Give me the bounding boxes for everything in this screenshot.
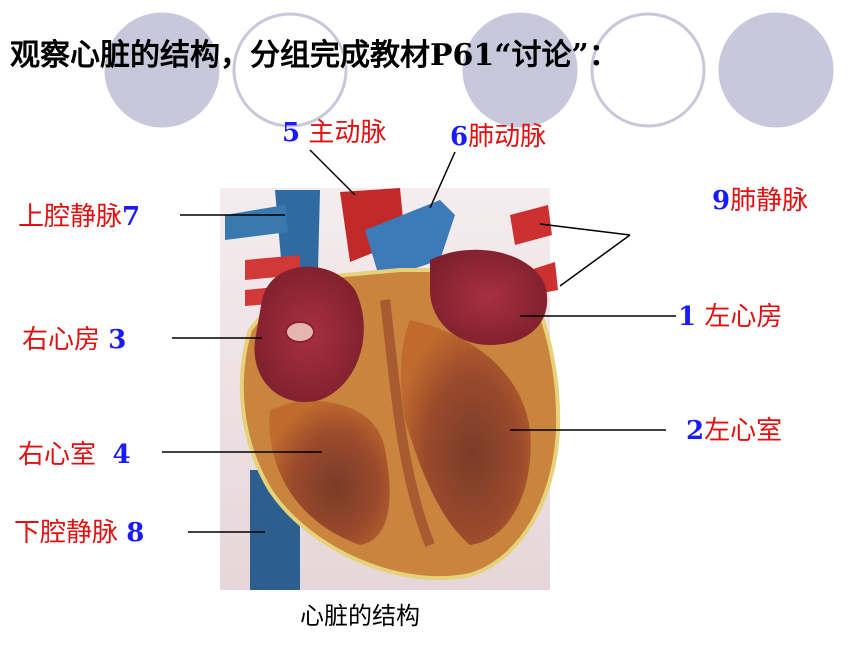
label-name: 主动脉: [308, 118, 387, 148]
deco-circle: [590, 12, 706, 128]
label-name: 上腔静脉: [18, 202, 123, 232]
label-number: 2: [686, 416, 705, 446]
label-number: 8: [126, 518, 145, 548]
leader-line-pulmonary-artery: [429, 151, 456, 209]
label-number: 6: [450, 122, 469, 152]
label-pulmonary-artery: 6肺动脉: [450, 122, 546, 152]
label-name: 肺静脉: [730, 186, 809, 216]
label-left-ventricle: 2左心室: [686, 416, 782, 446]
label-number: 1: [678, 302, 697, 332]
label-right-atrium: 右心房 3: [22, 325, 126, 355]
right-ventricle: [269, 400, 390, 545]
label-pulmonary-vein: 9肺静脉: [712, 186, 808, 216]
label-name: 右心房: [22, 325, 101, 355]
pulmonary-vein: [510, 205, 552, 245]
label-aorta: 5 主动脉: [282, 118, 386, 148]
label-number: 4: [112, 440, 131, 470]
left-ventricle: [400, 320, 531, 545]
figure-caption: 心脏的结构: [300, 602, 420, 630]
page-title: 观察心脏的结构，分组完成教材P61“讨论”：: [10, 38, 619, 73]
label-name: 左心室: [704, 416, 783, 446]
label-number: 9: [712, 186, 731, 216]
label-number: 7: [122, 202, 141, 232]
deco-circle: [104, 12, 220, 128]
leader-line-pulmonary-vein-2: [559, 234, 631, 287]
label-number: 5: [282, 118, 301, 148]
label-number: 3: [108, 325, 127, 355]
label-right-ventricle: 右心室 4: [18, 440, 131, 470]
label-name: 下腔静脉: [14, 518, 119, 548]
label-name: 右心室: [18, 440, 97, 470]
left-atrium: [430, 249, 548, 345]
label-inferior-vena-cava: 下腔静脉 8: [14, 518, 144, 548]
deco-circle: [462, 12, 578, 128]
label-left-atrium: 1 左心房: [678, 302, 782, 332]
leader-line-pulmonary-vein-1: [539, 223, 631, 236]
label-name: 左心房: [704, 302, 783, 332]
deco-circle: [232, 12, 348, 128]
leader-line-aorta: [309, 149, 356, 196]
deco-circle: [718, 12, 834, 128]
label-name: 肺动脉: [468, 122, 547, 152]
label-superior-vena-cava: 上腔静脉7: [18, 202, 140, 232]
superior-vena-cava: [275, 190, 320, 270]
